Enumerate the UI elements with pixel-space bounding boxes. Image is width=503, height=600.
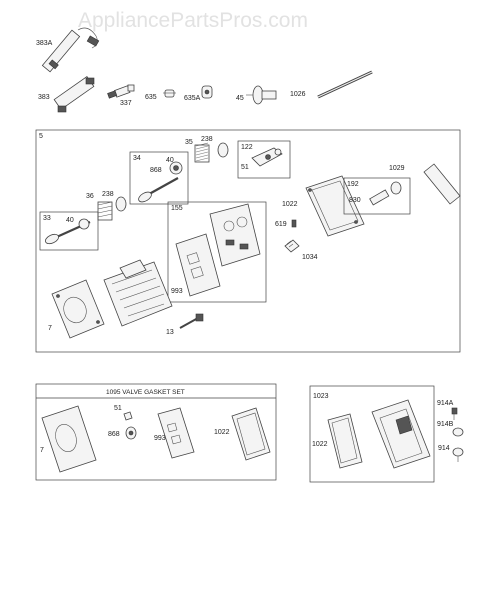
label-868-a: 868 xyxy=(150,167,162,174)
label-383: 383 xyxy=(38,94,50,101)
watermark: AppliancePartsPros.com xyxy=(78,9,308,32)
part-993-gasket-set[interactable] xyxy=(157,407,195,459)
part-1022-cover-gasket[interactable] xyxy=(305,175,365,237)
label-868-b: 868 xyxy=(108,431,120,438)
valve-adjuster-box xyxy=(343,177,411,215)
part-238-washer-b[interactable] xyxy=(115,196,127,212)
label-192: 192 xyxy=(347,181,359,188)
part-155-gasket-set[interactable] xyxy=(175,203,261,297)
label-238-b: 238 xyxy=(102,191,114,198)
label-635a: 635A xyxy=(184,95,201,102)
part-619[interactable] xyxy=(291,219,297,228)
part-36-valve-spring[interactable] xyxy=(97,201,113,221)
label-51-b: 51 xyxy=(114,405,122,412)
label-155: 155 xyxy=(171,205,183,212)
label-5: 5 xyxy=(39,133,43,140)
cylinder-head-assembly-box xyxy=(35,129,461,353)
part-830-adjuster[interactable] xyxy=(369,181,402,206)
label-619: 619 xyxy=(275,221,287,228)
label-914a: 914A xyxy=(437,400,454,407)
exhaust-valve-box xyxy=(129,151,189,205)
part-868-seal-set[interactable] xyxy=(125,426,137,440)
part-238-washer[interactable] xyxy=(217,142,229,158)
part-914[interactable] xyxy=(452,447,464,462)
label-34: 34 xyxy=(133,155,141,162)
label-914b: 914B xyxy=(437,421,454,428)
head-gasket-box xyxy=(167,201,267,303)
part-1022-cover-gasket-b[interactable] xyxy=(327,413,363,469)
label-1022-c: 1022 xyxy=(312,441,328,448)
part-914b[interactable] xyxy=(452,427,464,437)
part-635[interactable] xyxy=(163,89,176,98)
label-13: 13 xyxy=(166,329,174,336)
part-cylinder-head[interactable] xyxy=(103,259,173,327)
label-122: 122 xyxy=(241,144,253,151)
part-1022-gasket-set[interactable] xyxy=(231,407,271,461)
part-45[interactable] xyxy=(246,85,277,105)
label-993-a: 993 xyxy=(171,288,183,295)
label-830: 830 xyxy=(349,197,361,204)
part-914a[interactable] xyxy=(451,407,458,420)
label-40-a: 40 xyxy=(166,157,174,164)
label-1022-a: 1022 xyxy=(282,201,298,208)
label-383a: 383A xyxy=(36,40,53,47)
part-635a[interactable] xyxy=(201,85,213,99)
valve-gasket-set-box xyxy=(35,383,277,481)
part-51-rocker-arm[interactable] xyxy=(251,147,283,167)
part-34-exhaust-valve[interactable] xyxy=(137,177,179,204)
part-1026-push-rod[interactable] xyxy=(317,70,373,99)
part-1034[interactable] xyxy=(284,239,300,253)
label-1022-b: 1022 xyxy=(214,429,230,436)
part-383-tube[interactable] xyxy=(53,76,95,113)
part-7-head-gasket[interactable] xyxy=(51,279,105,339)
label-993-b: 993 xyxy=(154,435,166,442)
label-1023: 1023 xyxy=(313,393,329,400)
label-1026: 1026 xyxy=(290,91,306,98)
label-45: 45 xyxy=(236,95,244,102)
label-635: 635 xyxy=(145,94,157,101)
part-35-valve-spring[interactable] xyxy=(194,142,210,163)
label-238-a: 238 xyxy=(201,136,213,143)
rocker-arm-box xyxy=(237,140,291,179)
part-1023-valve-cover[interactable] xyxy=(371,399,431,469)
label-7-b: 7 xyxy=(40,447,44,454)
part-1029[interactable] xyxy=(423,163,461,205)
label-51-a: 51 xyxy=(241,164,249,171)
part-7-head-gasket-set[interactable] xyxy=(41,405,97,473)
label-33: 33 xyxy=(43,215,51,222)
label-35: 35 xyxy=(185,139,193,146)
part-383a-tube[interactable] xyxy=(41,27,100,73)
label-1029: 1029 xyxy=(389,165,405,172)
label-40-b: 40 xyxy=(66,217,74,224)
part-13-bolt[interactable] xyxy=(179,313,204,329)
part-33-intake-valve[interactable] xyxy=(44,218,91,246)
label-1095: 1095 VALVE GASKET SET xyxy=(106,389,185,396)
label-337: 337 xyxy=(120,100,132,107)
label-1034: 1034 xyxy=(302,254,318,261)
label-36: 36 xyxy=(86,193,94,200)
valve-cover-box xyxy=(309,385,435,483)
part-337-spark-plug[interactable] xyxy=(107,84,135,99)
label-914: 914 xyxy=(438,445,450,452)
label-7-a: 7 xyxy=(48,325,52,332)
part-51-gasket[interactable] xyxy=(123,411,133,421)
intake-valve-box xyxy=(39,211,99,251)
part-868-valve-seal[interactable] xyxy=(169,161,183,175)
